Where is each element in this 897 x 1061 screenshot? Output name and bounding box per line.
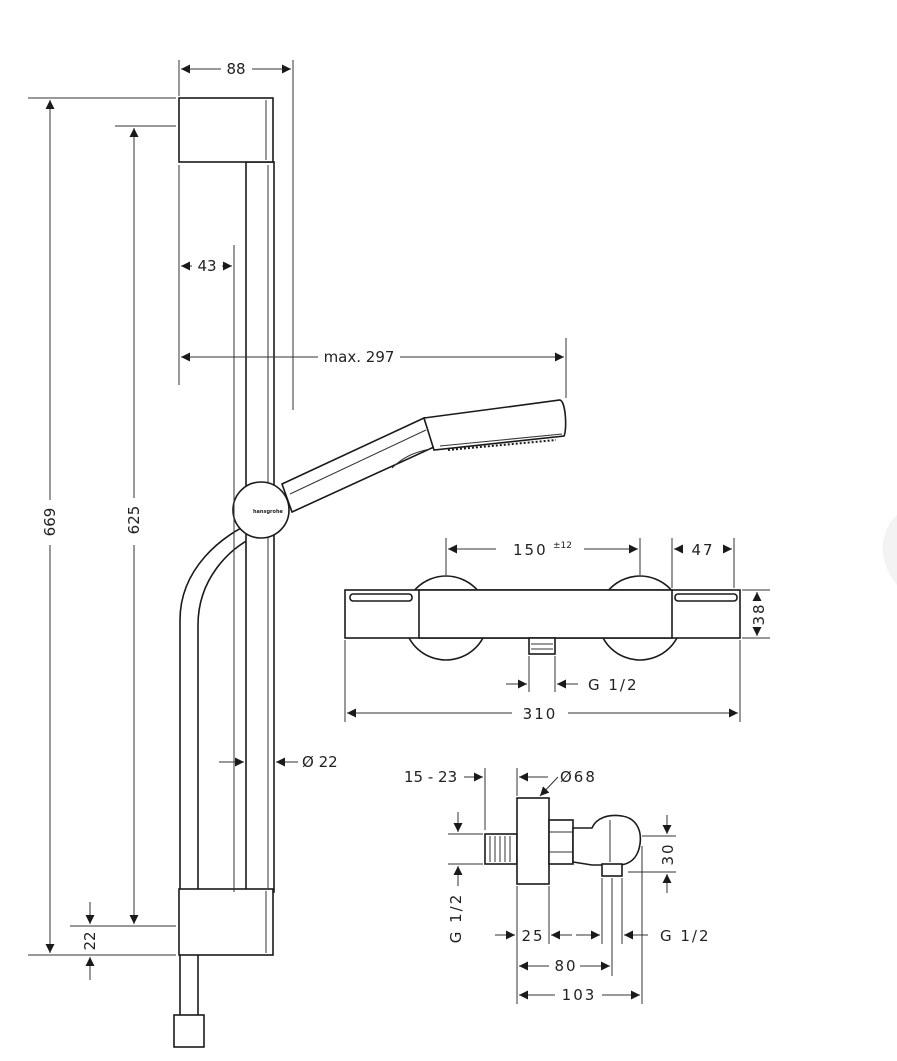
dim-669: 669 (28, 97, 176, 956)
dim-bottom-22: 22 (70, 902, 115, 980)
edge-artifact (882, 515, 897, 585)
dim-side-g12: G 1/2 (576, 878, 711, 945)
right-handle-groove (674, 593, 738, 602)
dim-inlet-g12-label: G 1/2 (447, 893, 465, 944)
dim-80-label: 80 (554, 957, 577, 975)
dim-38: 38 (742, 589, 770, 639)
left-handle-groove (349, 593, 413, 602)
dim-310-label: 310 (523, 705, 558, 723)
dim-669-label: 669 (41, 508, 59, 537)
shower-holder-slider (232, 481, 290, 539)
dim-25-label: 25 (521, 927, 544, 945)
thermostat-side-drawing (484, 797, 642, 885)
side-rosette (516, 797, 550, 885)
dim-38-label: 38 (750, 602, 768, 625)
dim-25: 25 (495, 886, 572, 1004)
dim-43-label: 43 (197, 257, 216, 275)
dim-150-label: 150 (513, 541, 548, 559)
hand-shower-head (422, 399, 567, 451)
dim-625-label: 625 (125, 506, 143, 535)
dim-47: 47 (671, 538, 735, 588)
dim-15-23: 15 - 23 (404, 768, 486, 830)
side-hex-nut (548, 819, 574, 865)
slider-logo: hansgrohe (253, 509, 284, 515)
top-bracket (178, 97, 274, 163)
dim-88: 88 (178, 60, 294, 410)
dim-43: 43 (178, 165, 235, 892)
dim-front-g12-label: G 1/2 (588, 676, 639, 694)
dim-30: 30 (628, 815, 677, 893)
dim-15-23-label: 15 - 23 (404, 768, 457, 786)
dim-max-297-label: max. 297 (324, 348, 395, 366)
hand-shower-neck (391, 448, 431, 469)
hand-shower-handle (281, 416, 435, 514)
dim-310: 310 (344, 640, 741, 723)
side-thermostat-body (572, 814, 642, 866)
dim-dia-68: Ø68 (516, 768, 597, 797)
hose-nut (173, 1014, 205, 1048)
thermostat-center-block (418, 589, 673, 639)
dim-side-g12-label: G 1/2 (660, 927, 711, 945)
bottom-bracket (178, 888, 274, 956)
side-outlet (601, 863, 623, 877)
dim-103-label: 103 (562, 986, 597, 1004)
dim-dia-68-label: Ø68 (560, 768, 597, 786)
hand-shower-handle-ridge (289, 429, 427, 495)
shower-set-drawing: hansgrohe (173, 97, 567, 1048)
hand-shower-face (439, 433, 563, 447)
dim-88-label: 88 (226, 60, 245, 78)
bath-outlet (528, 637, 556, 655)
thermostat-front-drawing (344, 575, 741, 661)
dim-inlet-g12: G 1/2 (447, 812, 483, 943)
dim-80: 80 (519, 878, 613, 976)
dim-30-label: 30 (659, 842, 677, 865)
dim-max-297: max. 297 (181, 338, 567, 398)
dim-dia-22: Ø 22 (219, 753, 338, 771)
dim-150: 150 ±12 (445, 538, 641, 575)
dim-47-label: 47 (691, 541, 714, 559)
dim-625: 625 (115, 125, 176, 927)
dim-103: 103 (519, 846, 643, 1004)
dim-bottom-22-label: 22 (81, 931, 99, 950)
dim-150-tolerance: ±12 (553, 541, 572, 551)
dim-dia-22-label: Ø 22 (302, 753, 338, 771)
dim-front-g12: G 1/2 (506, 656, 639, 694)
